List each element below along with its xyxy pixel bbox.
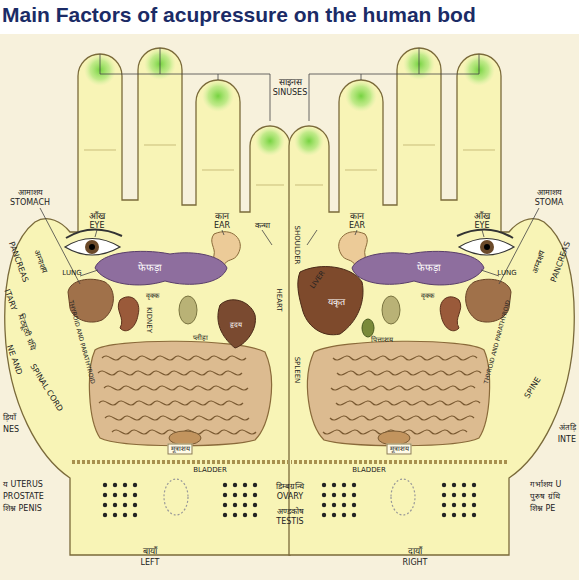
organ-label: THYROID AND PARATHYROID	[68, 300, 96, 385]
organ-label: INTE	[558, 436, 576, 444]
organ-label: अग्नाशय	[32, 249, 48, 274]
sinus-leader-line	[100, 48, 479, 121]
organ-label: LEFT	[141, 559, 160, 567]
organ-label: कन्धा	[255, 222, 270, 230]
organ-label: ITARY	[2, 288, 17, 311]
organ-label: फेफड़ा	[417, 263, 441, 273]
organ-label: प्लीहा	[193, 335, 208, 342]
organ-label: PROSTATE	[3, 493, 44, 501]
heart-organ	[218, 300, 256, 348]
organ-label: अग्नाशय	[531, 249, 547, 274]
organ-label: SINUSES	[273, 89, 308, 97]
organ-label: LUNG	[497, 270, 516, 277]
organ-label: BLADDER	[193, 467, 227, 474]
organ-label: मूत्राशय	[387, 444, 412, 455]
organ-label: आँख	[89, 212, 105, 221]
organ-label: आमाशय	[537, 189, 562, 197]
organ-label: मूत्राशय	[168, 444, 193, 455]
organ-label: पिट्यूटरी ग्रंथि	[16, 313, 37, 352]
gallbladder-organ	[362, 319, 374, 337]
organ-label: HEART	[275, 288, 282, 311]
organ-label: SHOULDER	[293, 226, 300, 265]
organ-label: EYE	[475, 222, 490, 230]
organ-label: फेफड़ा	[138, 263, 162, 273]
left-hand	[5, 48, 290, 555]
organ-label: OVARY	[277, 493, 304, 501]
organ-label: कान	[215, 212, 229, 221]
organ-label: शिश्न PENIS	[3, 505, 42, 513]
organ-label: य UTERUS	[3, 481, 43, 489]
organ-label: NES	[3, 426, 19, 434]
organ-label: SPINAL CORD	[28, 363, 64, 413]
organ-label: वृक्क	[146, 293, 159, 300]
organ-label: LIVER	[309, 270, 326, 290]
organ-label: आमाशय	[18, 189, 43, 197]
organ-label: STOMA	[535, 199, 564, 207]
organ-label: ड़ियाँ	[3, 414, 16, 422]
organ-label: NE AND	[5, 344, 23, 376]
organ-label: THYROID AND PARATHYROID	[483, 300, 511, 385]
organ-label: कान	[350, 212, 364, 221]
right-hand	[289, 48, 574, 555]
organ-label: EAR	[349, 222, 365, 230]
organ-label: वृक्क	[421, 293, 434, 300]
organ-label: हृदय	[230, 322, 242, 329]
organ-label: दायाँ	[408, 547, 422, 556]
organ-label: शिश्न PE	[530, 505, 555, 513]
organ-label: TESTIS	[276, 518, 303, 526]
organ-label: BLADDER	[352, 467, 386, 474]
organ-label: RIGHT	[402, 559, 427, 567]
organ-label: पित्ताशय	[371, 337, 393, 344]
title-band	[0, 0, 579, 34]
organ-label: EAR	[214, 222, 230, 230]
organ-label: LUNG	[62, 270, 81, 277]
organ-label: KIDNEY	[145, 307, 152, 333]
organ-label: गर्भाशय U	[530, 481, 561, 489]
organ-label: SPINE	[523, 376, 542, 400]
organ-label: PANCREAS	[7, 241, 29, 284]
organ-label: PANCREAS	[550, 241, 572, 284]
organ-label: SPLEEN	[293, 357, 300, 384]
organ-label: अंतड़ि	[559, 424, 576, 432]
organ-label: STOMACH	[10, 199, 50, 207]
diagram-title: Main Factors of acupressure on the human…	[2, 4, 476, 25]
organ-label: डिम्बग्रन्थि	[276, 483, 304, 491]
liver-organ	[298, 267, 363, 335]
organ-label: साइनस	[279, 78, 302, 87]
organ-label: यकृत	[328, 298, 345, 307]
organ-label: अण्डकोष	[277, 508, 304, 516]
organ-label: पुरुष ग्रंथि	[530, 493, 560, 501]
organ-label: बायाँ	[143, 547, 157, 556]
organ-label: EYE	[90, 222, 105, 230]
organ-label: आँख	[474, 212, 490, 221]
